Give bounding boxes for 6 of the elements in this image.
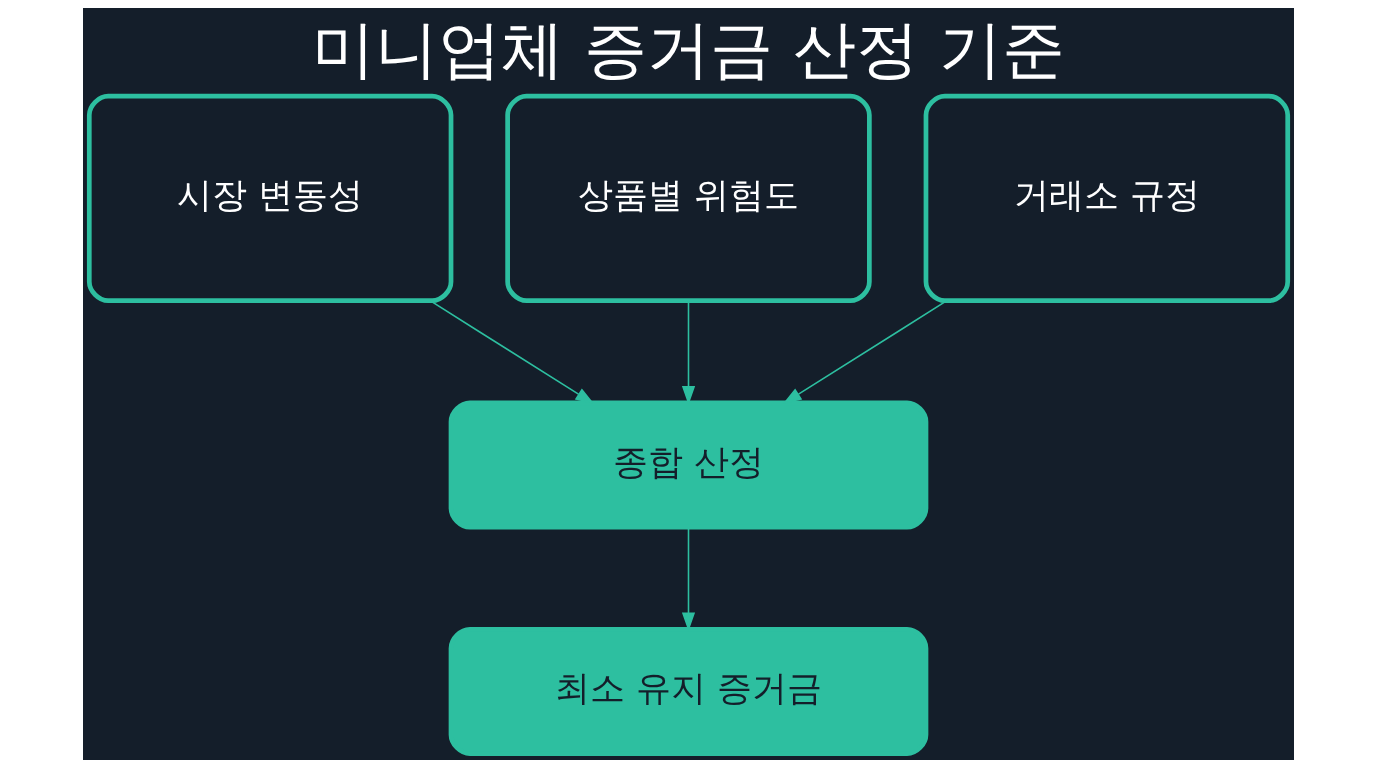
node-box: 상품별 위험도	[504, 93, 872, 303]
node-box: 최소 유지 증거금	[448, 627, 928, 756]
diagram-title: 미니업체 증거금 산정 기준	[311, 13, 1065, 87]
node-box: 거래소 규정	[923, 93, 1290, 303]
node-box: 시장 변동성	[86, 93, 453, 303]
node-box: 종합 산정	[448, 400, 928, 530]
